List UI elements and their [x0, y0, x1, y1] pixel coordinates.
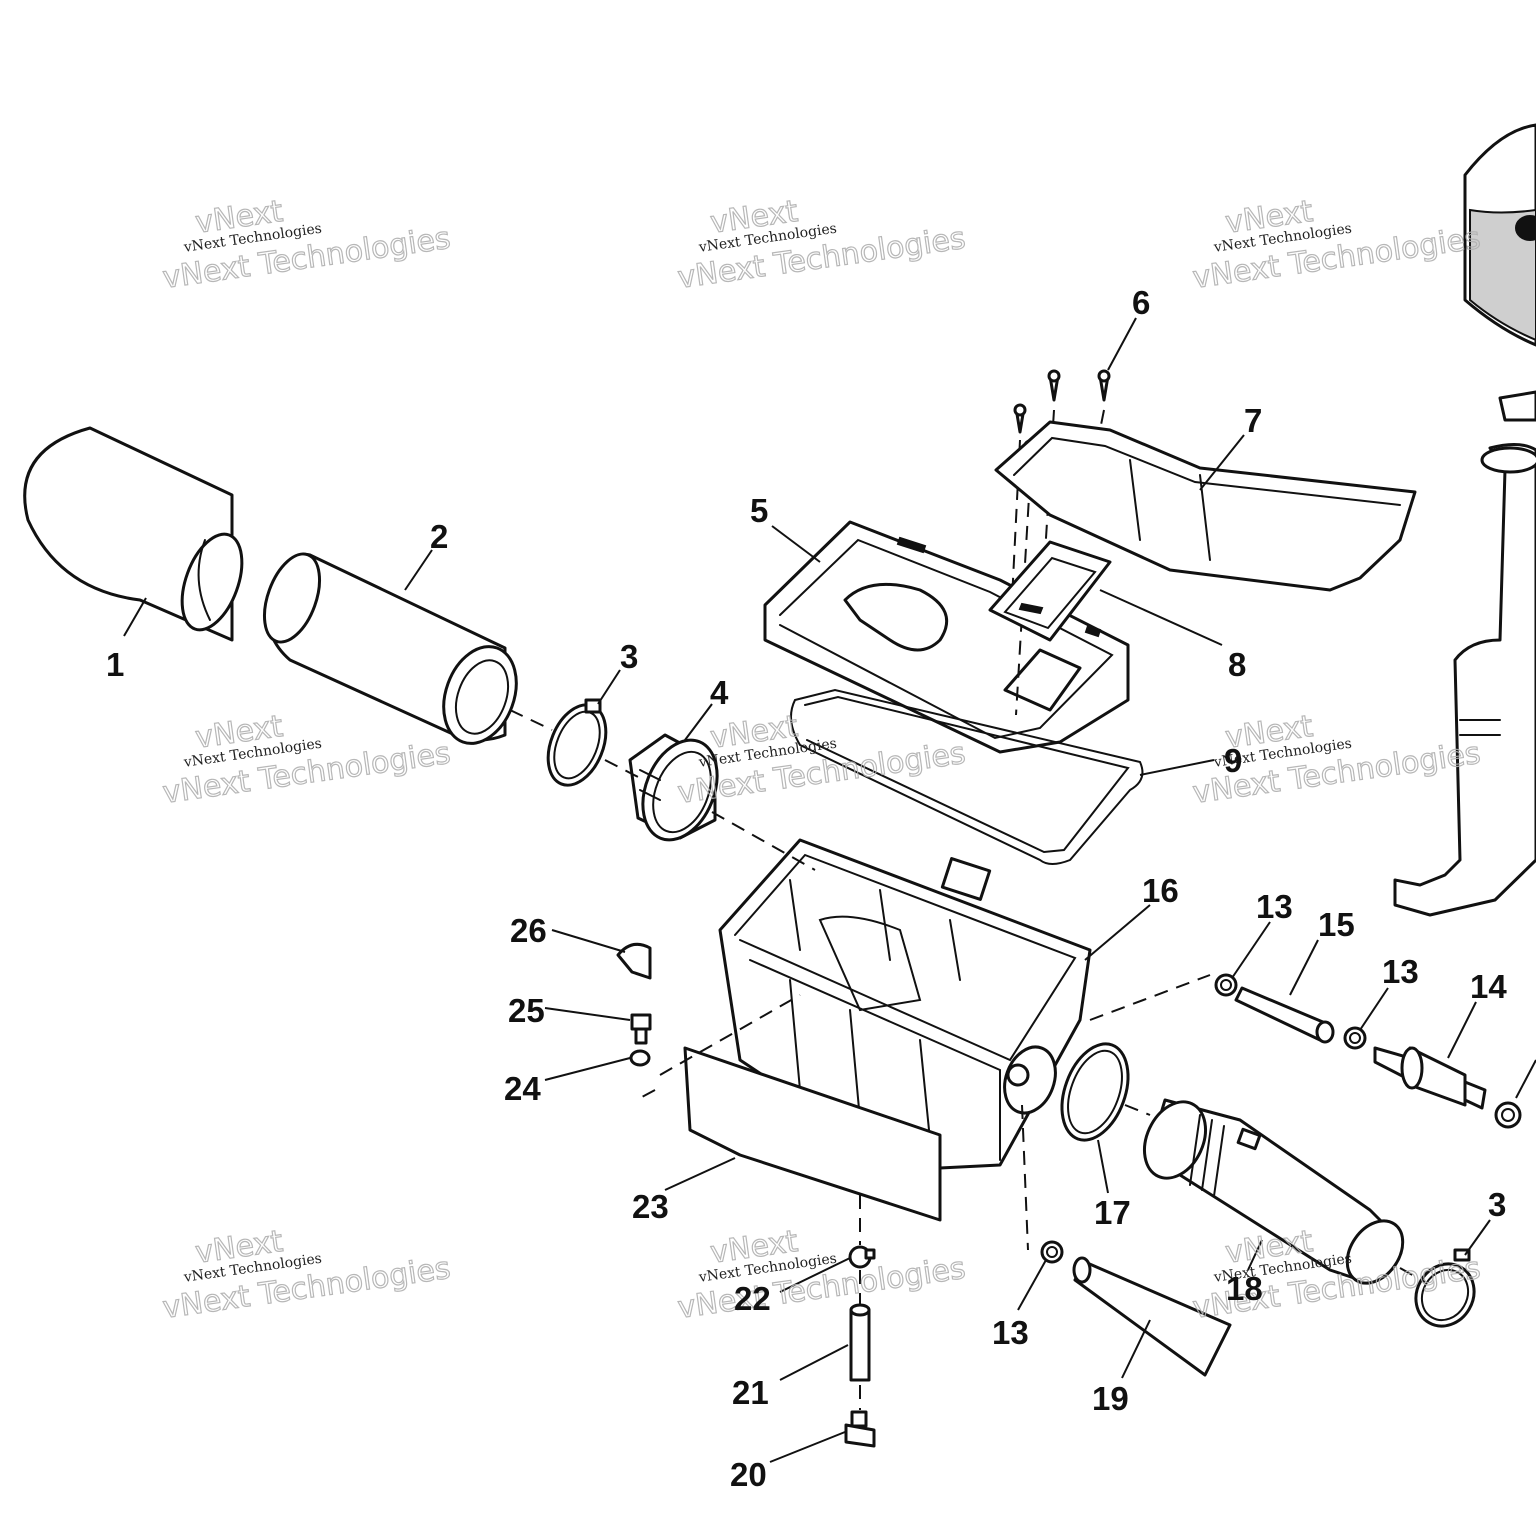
callout-13-a: 13 [1256, 888, 1293, 925]
part-4-threaded-adapter [628, 733, 719, 842]
callout-18: 18 [1226, 1270, 1263, 1307]
part-19-drain-hose [1072, 1256, 1232, 1377]
callout-24: 24 [504, 1070, 541, 1107]
callout-16: 16 [1142, 872, 1179, 909]
part-23-shield-plate [683, 1046, 942, 1222]
callout-14: 14 [1470, 968, 1507, 1005]
callout-20: 20 [730, 1456, 767, 1493]
callout-leader-lines [123, 317, 1536, 1463]
callout-13-b: 13 [1382, 953, 1419, 990]
part-24-washer [629, 1049, 651, 1067]
watermark-3: vNext vNext Technologies vNext Technolog… [1190, 193, 1483, 296]
callout-1: 1 [106, 646, 124, 683]
callout-17: 17 [1094, 1194, 1131, 1231]
part-26-clip [616, 942, 652, 980]
callout-26: 26 [510, 912, 547, 949]
callout-15: 15 [1318, 906, 1355, 943]
part-18-intake-boot [1143, 1098, 1405, 1285]
watermark-6: vNext vNext Technologies vNext Technolog… [1190, 708, 1483, 811]
part-20-drain-valve [844, 1410, 876, 1448]
part-5-airbox-cover [763, 520, 1130, 754]
part-1-prefilter-sleeve [23, 426, 244, 642]
part-fuel-tank-corner [1463, 123, 1536, 347]
part-3-hose-clamp-left [546, 698, 608, 787]
callout-labels: 1 2 3 4 5 6 7 8 9 16 13 15 13 14 17 18 3… [106, 284, 1507, 1493]
watermark-8: vNext vNext Technologies vNext Technolog… [675, 1223, 968, 1326]
part-8-duct-adapter-plate [988, 540, 1112, 642]
assembly-dashed-lines [509, 709, 1426, 1410]
callout-22: 22 [734, 1280, 771, 1317]
watermark-2: vNext vNext Technologies vNext Technolog… [675, 193, 968, 296]
callout-25: 25 [508, 992, 545, 1029]
callout-23: 23 [632, 1188, 669, 1225]
part-3-hose-clamp-right [1414, 1248, 1476, 1328]
watermark-1: vNext vNext Technologies vNext Technolog… [160, 193, 453, 296]
part-13-hose-clamp-3 [1494, 1101, 1522, 1129]
callout-13-c: 13 [992, 1314, 1029, 1351]
callout-7: 7 [1244, 402, 1262, 439]
part-vent-tube [1393, 390, 1536, 917]
part-13-hose-clamp-2 [1343, 1026, 1367, 1050]
callout-5: 5 [750, 492, 768, 529]
callout-2: 2 [430, 518, 448, 555]
watermark-7: vNext vNext Technologies vNext Technolog… [160, 1223, 453, 1326]
part-13-hose-clamp-1 [1214, 973, 1238, 997]
part-7-intake-duct [994, 420, 1417, 592]
callout-6: 6 [1132, 284, 1150, 321]
part-2-filter-element [263, 552, 518, 745]
part-15-breather-hose [1234, 986, 1335, 1044]
part-25-bolt [630, 1013, 652, 1045]
part-13-hose-clamp-4 [1040, 1240, 1064, 1264]
callout-3-right: 3 [1488, 1186, 1506, 1223]
callout-9: 9 [1224, 742, 1242, 779]
callout-3-left: 3 [620, 638, 638, 675]
callout-19: 19 [1092, 1380, 1129, 1417]
part-21-drain-tube [849, 1303, 871, 1382]
callout-8: 8 [1228, 646, 1246, 683]
part-22-drain-clamp [848, 1245, 876, 1269]
callout-4: 4 [710, 674, 729, 711]
part-14-inline-filter [1373, 1046, 1487, 1110]
part-9-gasket [790, 688, 1144, 865]
callout-21: 21 [732, 1374, 769, 1411]
part-17-o-ring [1060, 1042, 1130, 1142]
